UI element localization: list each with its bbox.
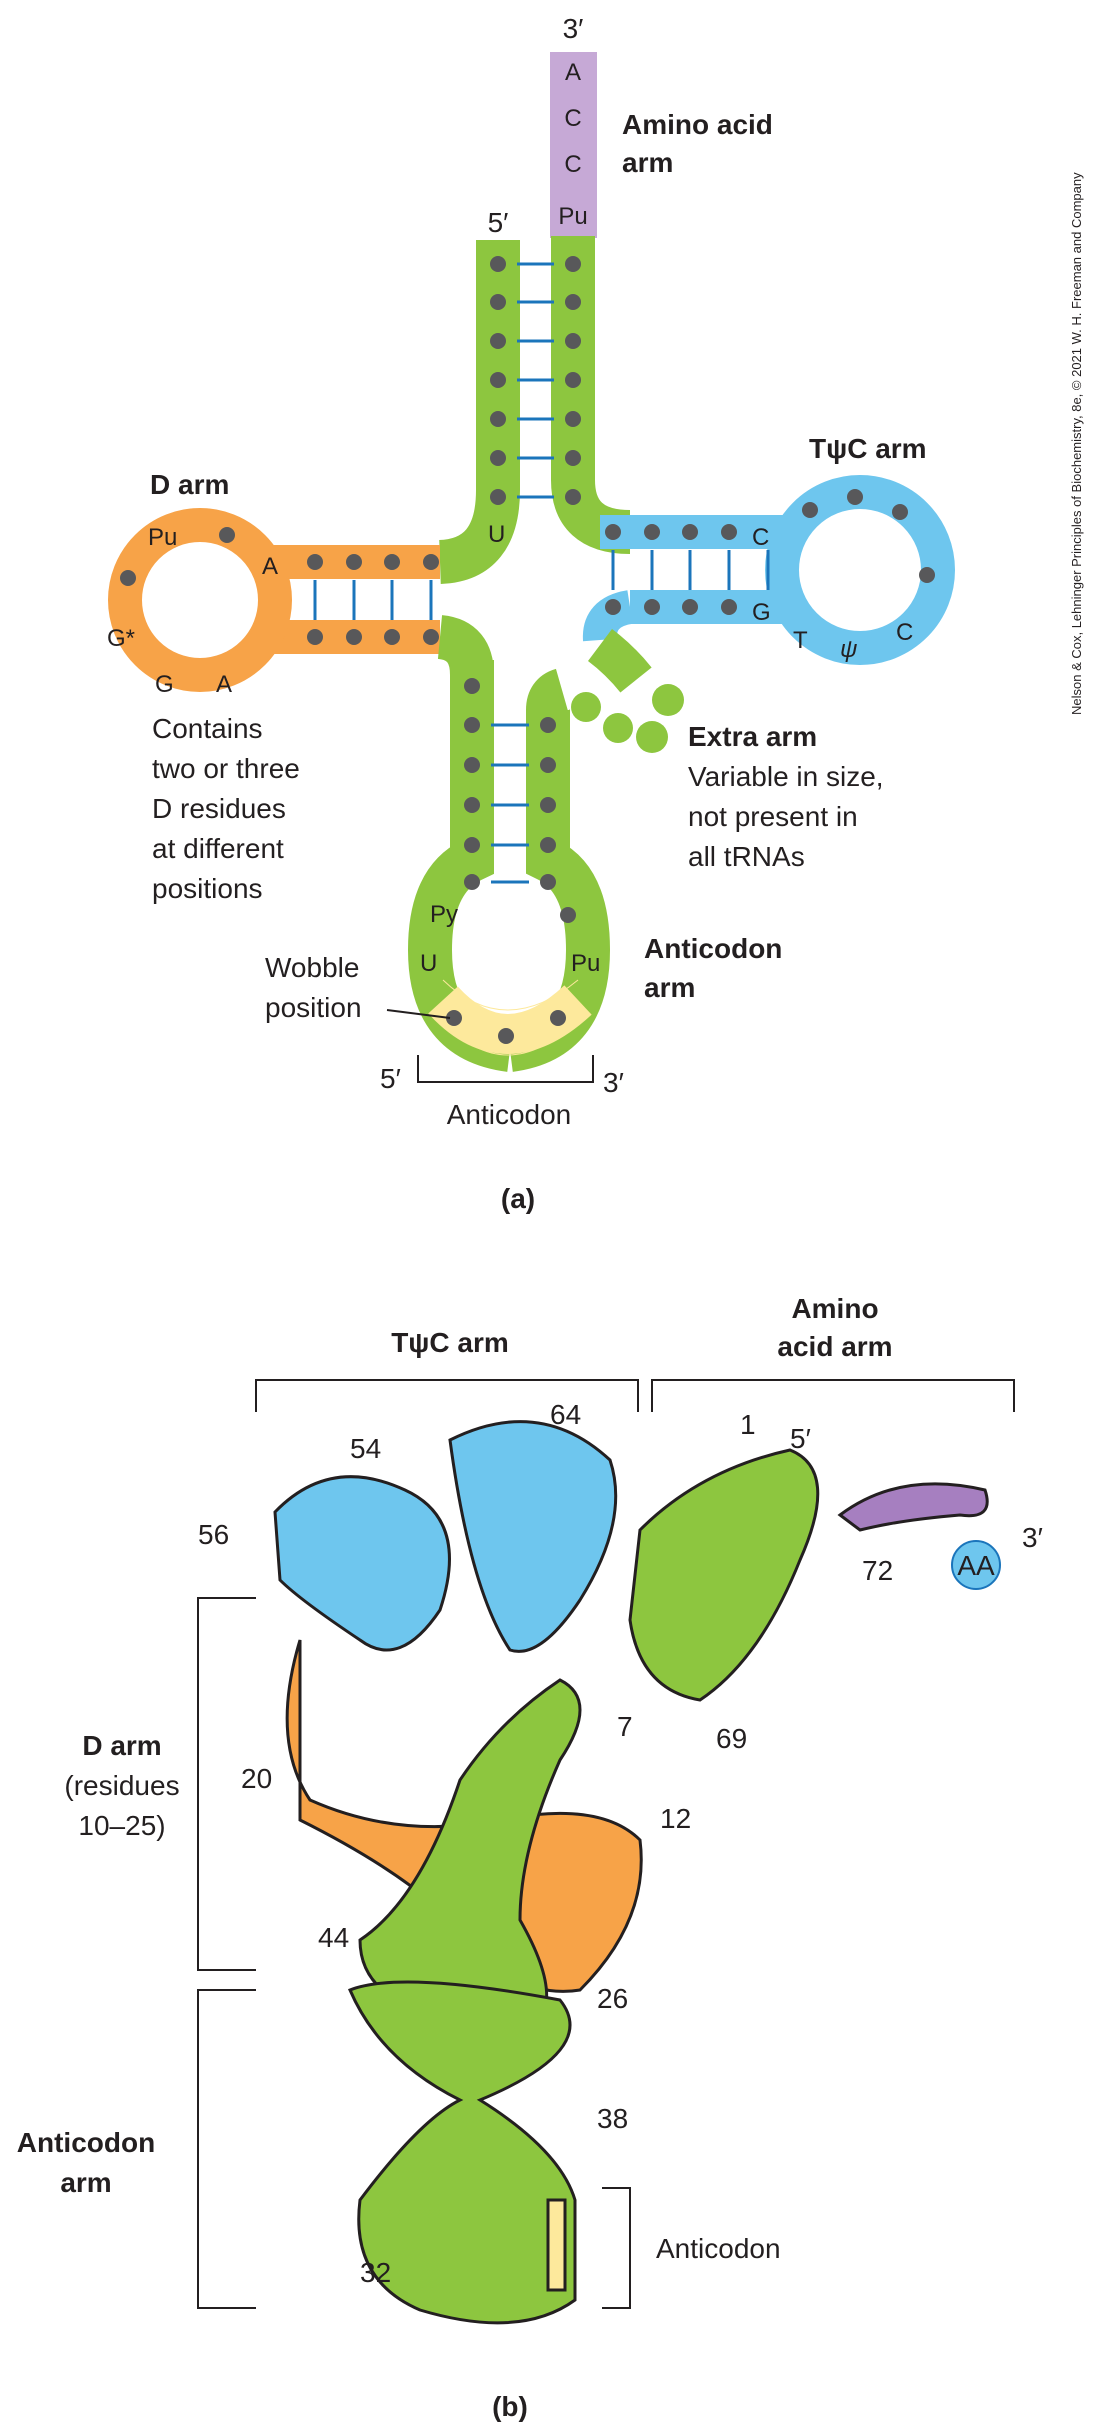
residue-32: 32 xyxy=(360,2257,391,2288)
svg-text:two or three: two or three xyxy=(152,753,300,784)
residue-numbers: 1 7 12 20 26 32 38 44 54 56 64 69 72 xyxy=(198,1399,893,2288)
anticodon-arm-label-b-2: arm xyxy=(60,2167,111,2198)
anticodon-3prime: 3′ xyxy=(603,1067,624,1098)
residue-44: 44 xyxy=(318,1922,349,1953)
d-arm-detail-1: (residues xyxy=(64,1770,179,1801)
anticodon-ribbon xyxy=(348,1980,577,2325)
residue-20: 20 xyxy=(241,1763,272,1794)
extra-arm-note: Variable in size, not present in all tRN… xyxy=(688,761,884,872)
acceptor-stem-3prime-strand xyxy=(551,236,631,554)
five-prime-end-b: 5′ xyxy=(790,1423,811,1454)
anticodon-arm-label-1: Anticodon xyxy=(644,933,782,964)
residue-38: 38 xyxy=(597,2103,628,2134)
d-base-g: G xyxy=(155,671,174,698)
t-base-psi: ψ xyxy=(840,636,857,663)
three-prime-end-b: 3′ xyxy=(1022,1522,1043,1553)
svg-text:not present in: not present in xyxy=(688,801,858,832)
aa-circle xyxy=(951,1540,1001,1590)
panel-a-cloverleaf: A C C Pu Pu A G* G A U Py U Pu C G T ψ C… xyxy=(107,13,955,1214)
acc-base-pu: Pu xyxy=(558,203,587,230)
svg-text:at different: at different xyxy=(152,833,284,864)
acc-base-c1: C xyxy=(564,105,581,132)
d-base-a2: A xyxy=(216,671,232,698)
residue-72: 72 xyxy=(862,1555,893,1586)
central-green-strands xyxy=(358,1678,582,2045)
d-arm-bracket xyxy=(197,1597,256,1971)
anticodon-bracket-a xyxy=(417,1055,594,1083)
acc-end-segment xyxy=(550,52,597,238)
stem-base-u: U xyxy=(488,521,505,548)
wobble-label-1: Wobble xyxy=(265,952,359,983)
wobble-base-u: U xyxy=(420,950,437,977)
svg-text:Contains: Contains xyxy=(152,713,263,744)
extra-arm-shape xyxy=(571,629,684,753)
anticodon-5prime: 5′ xyxy=(380,1063,401,1094)
svg-text:all tRNAs: all tRNAs xyxy=(688,841,805,872)
aa-label: AA xyxy=(957,1550,995,1581)
amino-acid-bracket xyxy=(651,1379,1015,1412)
residue-54: 54 xyxy=(350,1433,381,1464)
svg-text:Variable in size,: Variable in size, xyxy=(688,761,884,792)
amino-acid-arm-label-2: arm xyxy=(622,147,673,178)
loop-base-pu: Pu xyxy=(571,950,600,977)
t-base-g: G xyxy=(752,599,771,626)
loop-base-py: Py xyxy=(430,901,458,928)
d-base-a: A xyxy=(262,553,278,580)
t-base-t: T xyxy=(793,627,808,654)
d-arm-note: Contains two or three D residues at diff… xyxy=(152,713,300,904)
amino-acid-label-b-1: Amino xyxy=(791,1293,878,1324)
d-arm-label-b: D arm xyxy=(82,1730,161,1761)
anticodon-label-b: Anticodon xyxy=(656,2233,781,2264)
acceptor-stem-5prime-strand xyxy=(438,240,520,584)
amino-acid-arm-label-1: Amino acid xyxy=(622,109,773,140)
anticodon-bracket-b xyxy=(602,2187,631,2309)
anticodon-arm-label-2: arm xyxy=(644,972,695,1003)
base-pair-bonds xyxy=(313,262,770,884)
amino-acid-label-b-2: acid arm xyxy=(777,1331,892,1362)
anticodon-arm-bracket xyxy=(197,1989,256,2309)
tpsic-arm-label: TψC arm xyxy=(809,433,927,464)
panel-b-3d-structure: TψC arm Amino acid arm D arm (residues 1… xyxy=(17,1293,1043,2422)
tpsic-ribbon-loop xyxy=(273,1475,451,1652)
wobble-label-2: position xyxy=(265,992,362,1023)
extra-arm-label: Extra arm xyxy=(688,721,817,752)
residue-64: 64 xyxy=(550,1399,581,1430)
panel-b-caption: (b) xyxy=(492,2391,528,2422)
tpsic-ribbon-helix xyxy=(448,1420,618,1653)
base-letters: A C C Pu Pu A G* G A U Py U Pu C G T ψ C xyxy=(107,59,913,977)
residue-1: 1 xyxy=(740,1409,756,1440)
nucleotide-dots xyxy=(120,256,935,1044)
svg-text:D residues: D residues xyxy=(152,793,286,824)
credit-line: Nelson & Cox, Lehninger Principles of Bi… xyxy=(1069,172,1084,715)
acceptor-ribbon-helix xyxy=(628,1448,820,1702)
panel-a-caption: (a) xyxy=(501,1183,535,1214)
acc-base-a: A xyxy=(565,59,581,86)
residue-69: 69 xyxy=(716,1723,747,1754)
residue-7: 7 xyxy=(617,1711,633,1742)
anticodon-label-a: Anticodon xyxy=(447,1099,572,1130)
d-base-pu: Pu xyxy=(148,524,177,551)
d-arm-detail-2: 10–25) xyxy=(78,1810,165,1841)
residue-12: 12 xyxy=(660,1803,691,1834)
residue-26: 26 xyxy=(597,1983,628,2014)
tpsic-arm-label-b: TψC arm xyxy=(391,1327,509,1358)
wobble-pointer xyxy=(386,1009,451,1019)
acc-base-c2: C xyxy=(564,151,581,178)
cca-tail xyxy=(837,1482,989,1532)
t-base-c: C xyxy=(752,524,769,551)
three-prime-end-a: 3′ xyxy=(563,13,584,44)
anticodon-arm-label-b-1: Anticodon xyxy=(17,2127,155,2158)
d-arm-label: D arm xyxy=(150,469,229,500)
five-prime-end-a: 5′ xyxy=(488,207,509,238)
anticodon-segment-b xyxy=(546,2198,567,2292)
t-base-c2: C xyxy=(896,619,913,646)
svg-text:positions: positions xyxy=(152,873,263,904)
tpsic-bracket xyxy=(255,1379,639,1412)
residue-56: 56 xyxy=(198,1519,229,1550)
d-base-gstar: G* xyxy=(107,625,135,652)
